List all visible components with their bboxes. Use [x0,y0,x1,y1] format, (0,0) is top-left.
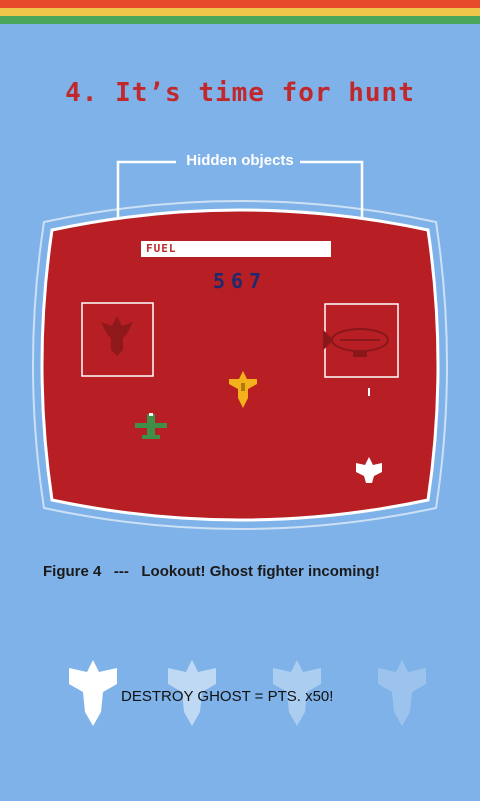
white-ghost-fighter-icon [356,457,382,483]
hidden-object-box-left [81,302,154,377]
ghost-fighter-icon [273,660,321,726]
ghost-fighter-icon [378,660,426,726]
destroy-ghost-text: DESTROY GHOST = PTS. x50! [121,688,334,705]
yellow-fighter-jet-icon [229,371,257,408]
hidden-blimp-silhouette-icon [323,328,389,357]
fuel-bar [141,241,331,257]
fuel-label: FUEL [146,242,177,255]
ghost-fighter-icon [69,660,117,726]
top-stripes [0,0,480,24]
screen-bezel [32,200,448,530]
hidden-fighter-silhouette-icon [101,316,133,356]
stripe-red [0,0,480,8]
caption-separator: --- [113,563,129,580]
score-display: 567 [212,269,268,293]
figure-caption: Figure 4 --- Lookout! Ghost fighter inco… [43,563,380,580]
ghost-sequence [69,660,426,726]
stripe-yellow [0,8,480,16]
green-biplane-icon [135,413,167,439]
hidden-objects-label: Hidden objects [186,152,294,169]
bullet [368,388,370,396]
page-title: 4. It’s time for hunt [65,78,415,108]
figure-number: Figure 4 [43,563,102,580]
ghost-fighter-icon [168,660,216,726]
game-screen [40,208,440,522]
stripe-green [0,16,480,24]
caption-text: Lookout! Ghost fighter incoming! [141,563,380,580]
